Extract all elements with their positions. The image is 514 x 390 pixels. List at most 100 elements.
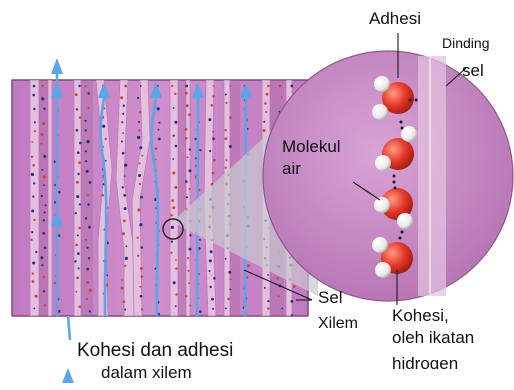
water-dot [263,129,266,132]
water-dot [102,125,105,128]
water-dot [32,272,34,274]
water-dot [139,111,142,114]
water-dot [43,219,45,221]
water-dot [86,247,88,249]
water-dot [121,121,123,123]
water-dot [137,136,140,139]
water-dot [78,85,80,87]
water-dot [137,237,139,239]
water-dot [212,131,214,133]
water-dot [209,150,211,152]
water-dot [172,158,174,160]
water-dot [41,97,44,100]
water-dot [137,208,140,211]
water-dot [79,203,81,205]
water-dot [208,118,211,121]
label-dinding: Dinding [442,36,489,51]
water-dot [123,300,126,303]
water-dot [225,159,227,161]
water-dot [264,287,266,289]
water-dot [281,308,283,310]
water-dot [85,160,87,162]
water-dot [174,121,177,124]
water-dot [158,122,160,124]
water-dot [54,161,56,163]
water-dot [211,104,214,107]
water-dot [228,298,231,301]
water-dot [199,239,201,241]
water-dot [138,129,140,131]
water-dot [212,137,215,140]
water-dot [31,156,33,158]
water-dot [170,214,173,217]
water-dot [155,147,158,150]
water-dot [171,226,174,229]
water-dot [75,291,77,293]
water-dot [141,155,143,157]
water-dot [141,308,143,310]
water-dot [34,130,36,132]
water-dot [171,85,173,87]
water-dot [189,148,191,150]
water-dot [89,181,92,184]
water-dot [225,308,227,310]
label-adhesi: Adhesi [369,10,421,28]
water-dot [139,223,142,226]
water-dot [139,286,141,288]
water-dot [140,295,143,298]
water-dot [105,160,107,162]
water-dot [210,286,212,288]
water-dot [78,305,81,308]
water-dot [32,141,34,143]
water-dot [86,298,88,300]
water-dot [174,186,177,189]
label-kohesi-1: Kohesi, [392,307,449,325]
water-dot [34,121,36,123]
label-air: air [282,160,301,178]
water-dot [32,94,35,97]
water-dot [85,217,87,219]
water-dot [105,138,107,140]
water-dot [140,267,143,270]
water-dot [186,196,188,198]
water-dot [32,280,35,283]
water-dot [41,85,43,87]
water-dot [43,276,45,278]
water-dot [210,250,213,253]
water-dot [175,145,178,148]
water-dot [78,227,81,230]
water-dot [78,267,80,269]
water-dot [265,111,267,113]
water-dot [188,282,190,284]
water-dot [212,308,214,310]
water-dot [188,270,190,272]
water-dot [125,257,128,260]
water-dot [79,142,82,145]
water-dot [121,141,123,143]
water-dot [33,219,35,221]
water-dot [44,304,46,306]
water-dot [199,310,202,313]
flow-arrow-bottom [68,316,70,340]
water-dot [77,234,79,236]
water-dot [106,275,108,277]
water-dot [33,308,35,310]
caption-line-1: Kohesi dan adhesi [77,341,233,361]
water-dot [126,245,128,247]
water-dot [120,96,123,99]
water-dot [76,195,79,198]
water-dot [139,146,142,149]
caption-line-2: dalam xilem [101,364,192,380]
water-dot [31,231,33,233]
water-dot [124,85,127,88]
water-dot [86,281,89,284]
water-dot [41,143,43,145]
water-dot [140,196,143,199]
water-dot [86,170,89,173]
water-dot [173,281,176,284]
water-dot [124,207,127,210]
water-dot [87,140,90,143]
water-dot [175,305,177,307]
water-dot [137,97,139,99]
water-dot [85,129,87,131]
